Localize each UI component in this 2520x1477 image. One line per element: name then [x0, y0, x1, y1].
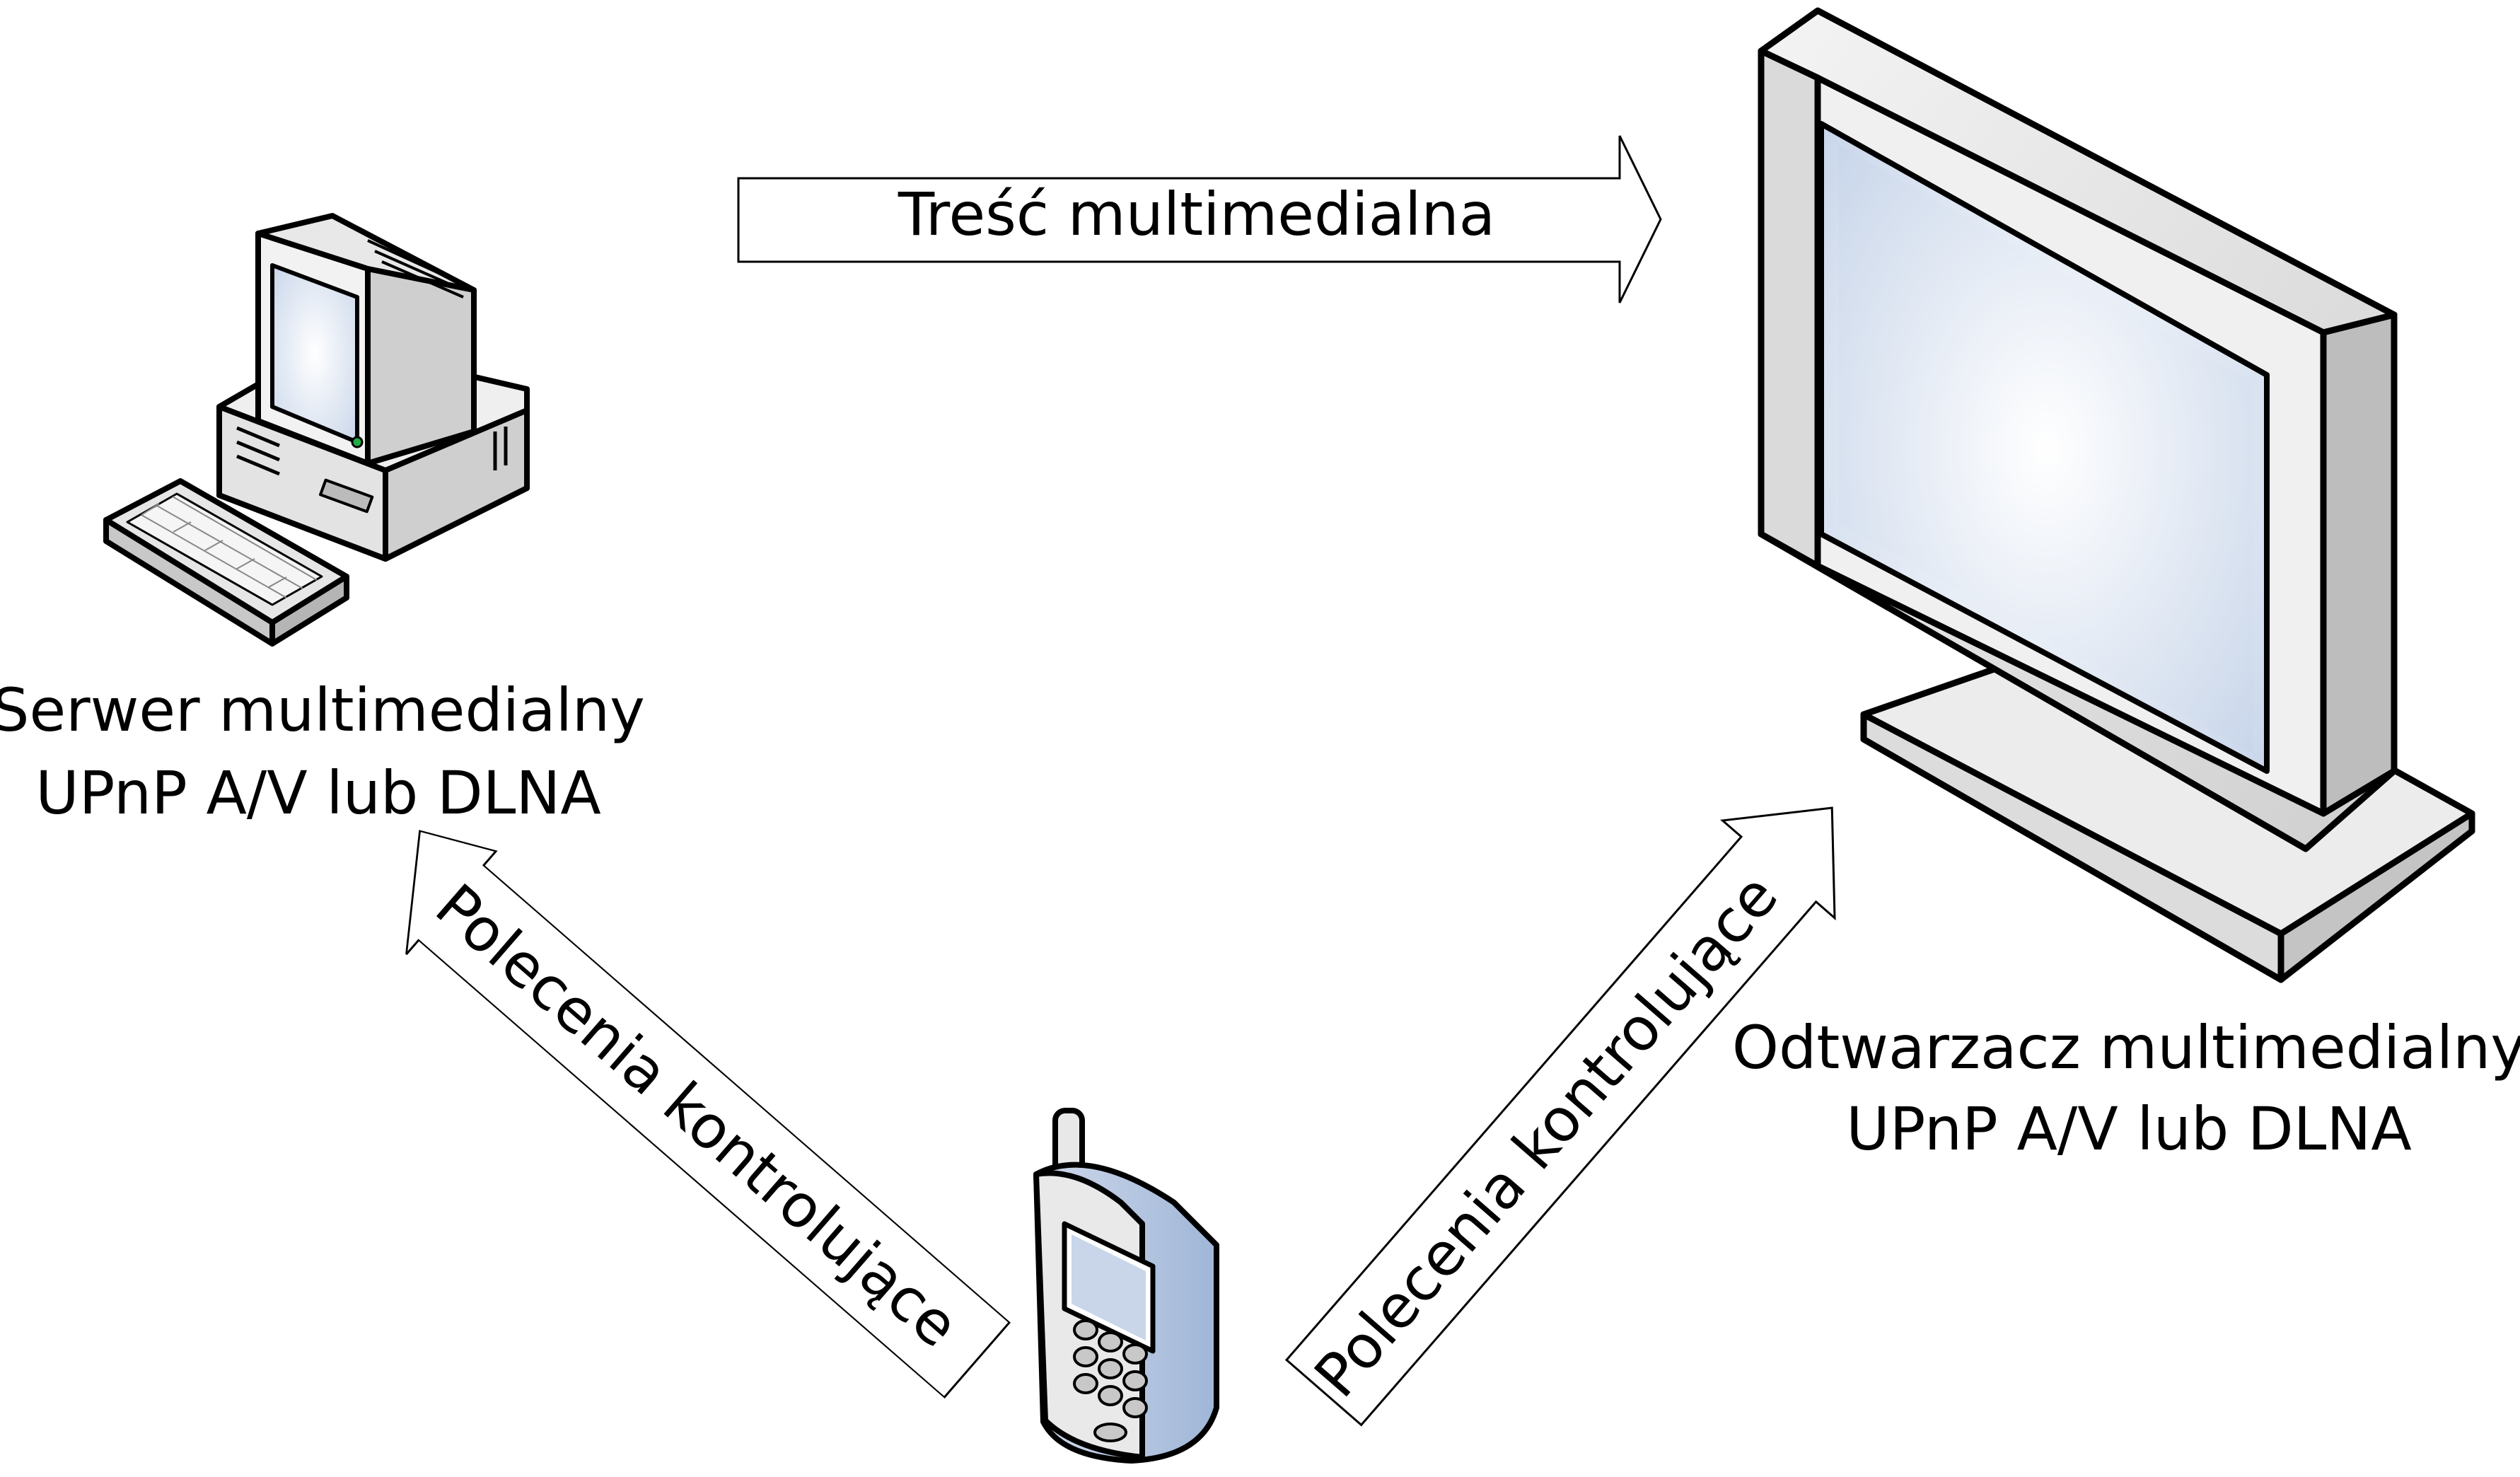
control-to-player-arrow: Polecenia kontrolujące	[1284, 806, 1836, 1427]
mobile-phone-icon	[1033, 1108, 1219, 1464]
monitor-icon	[1758, 7, 2475, 983]
control-to-player-arrow-label: Polecenia kontrolujące	[1301, 861, 1792, 1410]
control-to-server-arrow: Polecenia kontrolujące	[405, 830, 1011, 1399]
player-label-line1: Odtwarzacz multimedialny	[1732, 1013, 2520, 1082]
content-arrow: Treść multimedialna	[737, 135, 1662, 303]
content-arrow-label: Treść multimedialna	[898, 180, 1495, 249]
server-label-line1: Serwer multimedialny	[0, 676, 645, 745]
server-label-line2: UPnP A/V lub DLNA	[35, 758, 601, 828]
player-label-line2: UPnP A/V lub DLNA	[1846, 1094, 2412, 1164]
control-to-server-arrow-label: Polecenia kontrolujące	[423, 871, 972, 1361]
desktop-computer-icon	[103, 213, 530, 647]
